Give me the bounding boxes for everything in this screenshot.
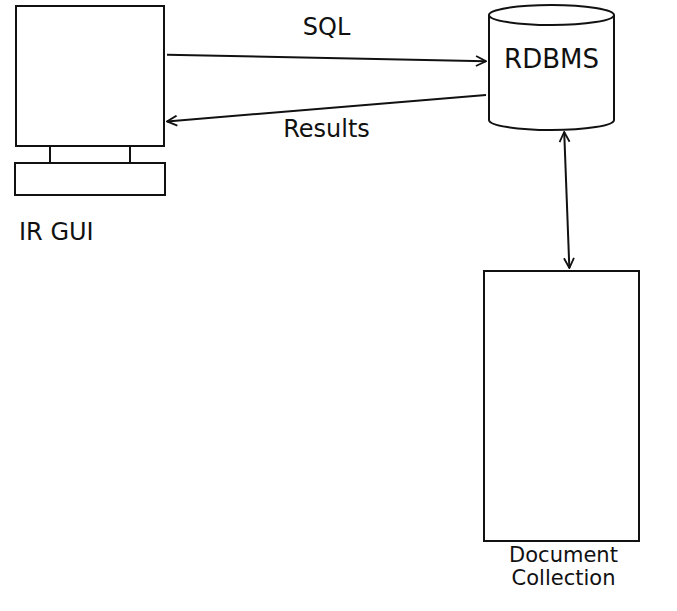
edge-label: Results <box>279 116 374 144</box>
caption-label: IR GUI <box>19 219 94 247</box>
caption-label: Document Collection <box>475 544 652 590</box>
monitor-stand <box>49 147 51 162</box>
keyboard <box>15 163 165 195</box>
monitor-stand <box>129 147 131 162</box>
document-collection-box: Document Collection <box>483 270 640 542</box>
computer-monitor: IR GUI <box>15 5 165 147</box>
database-cylinder: RDBMS <box>488 5 615 130</box>
edge-label: SQL <box>299 14 355 42</box>
node-label: RDBMS <box>488 5 615 75</box>
connector-arrow <box>167 55 486 62</box>
connector-arrow <box>564 132 569 268</box>
